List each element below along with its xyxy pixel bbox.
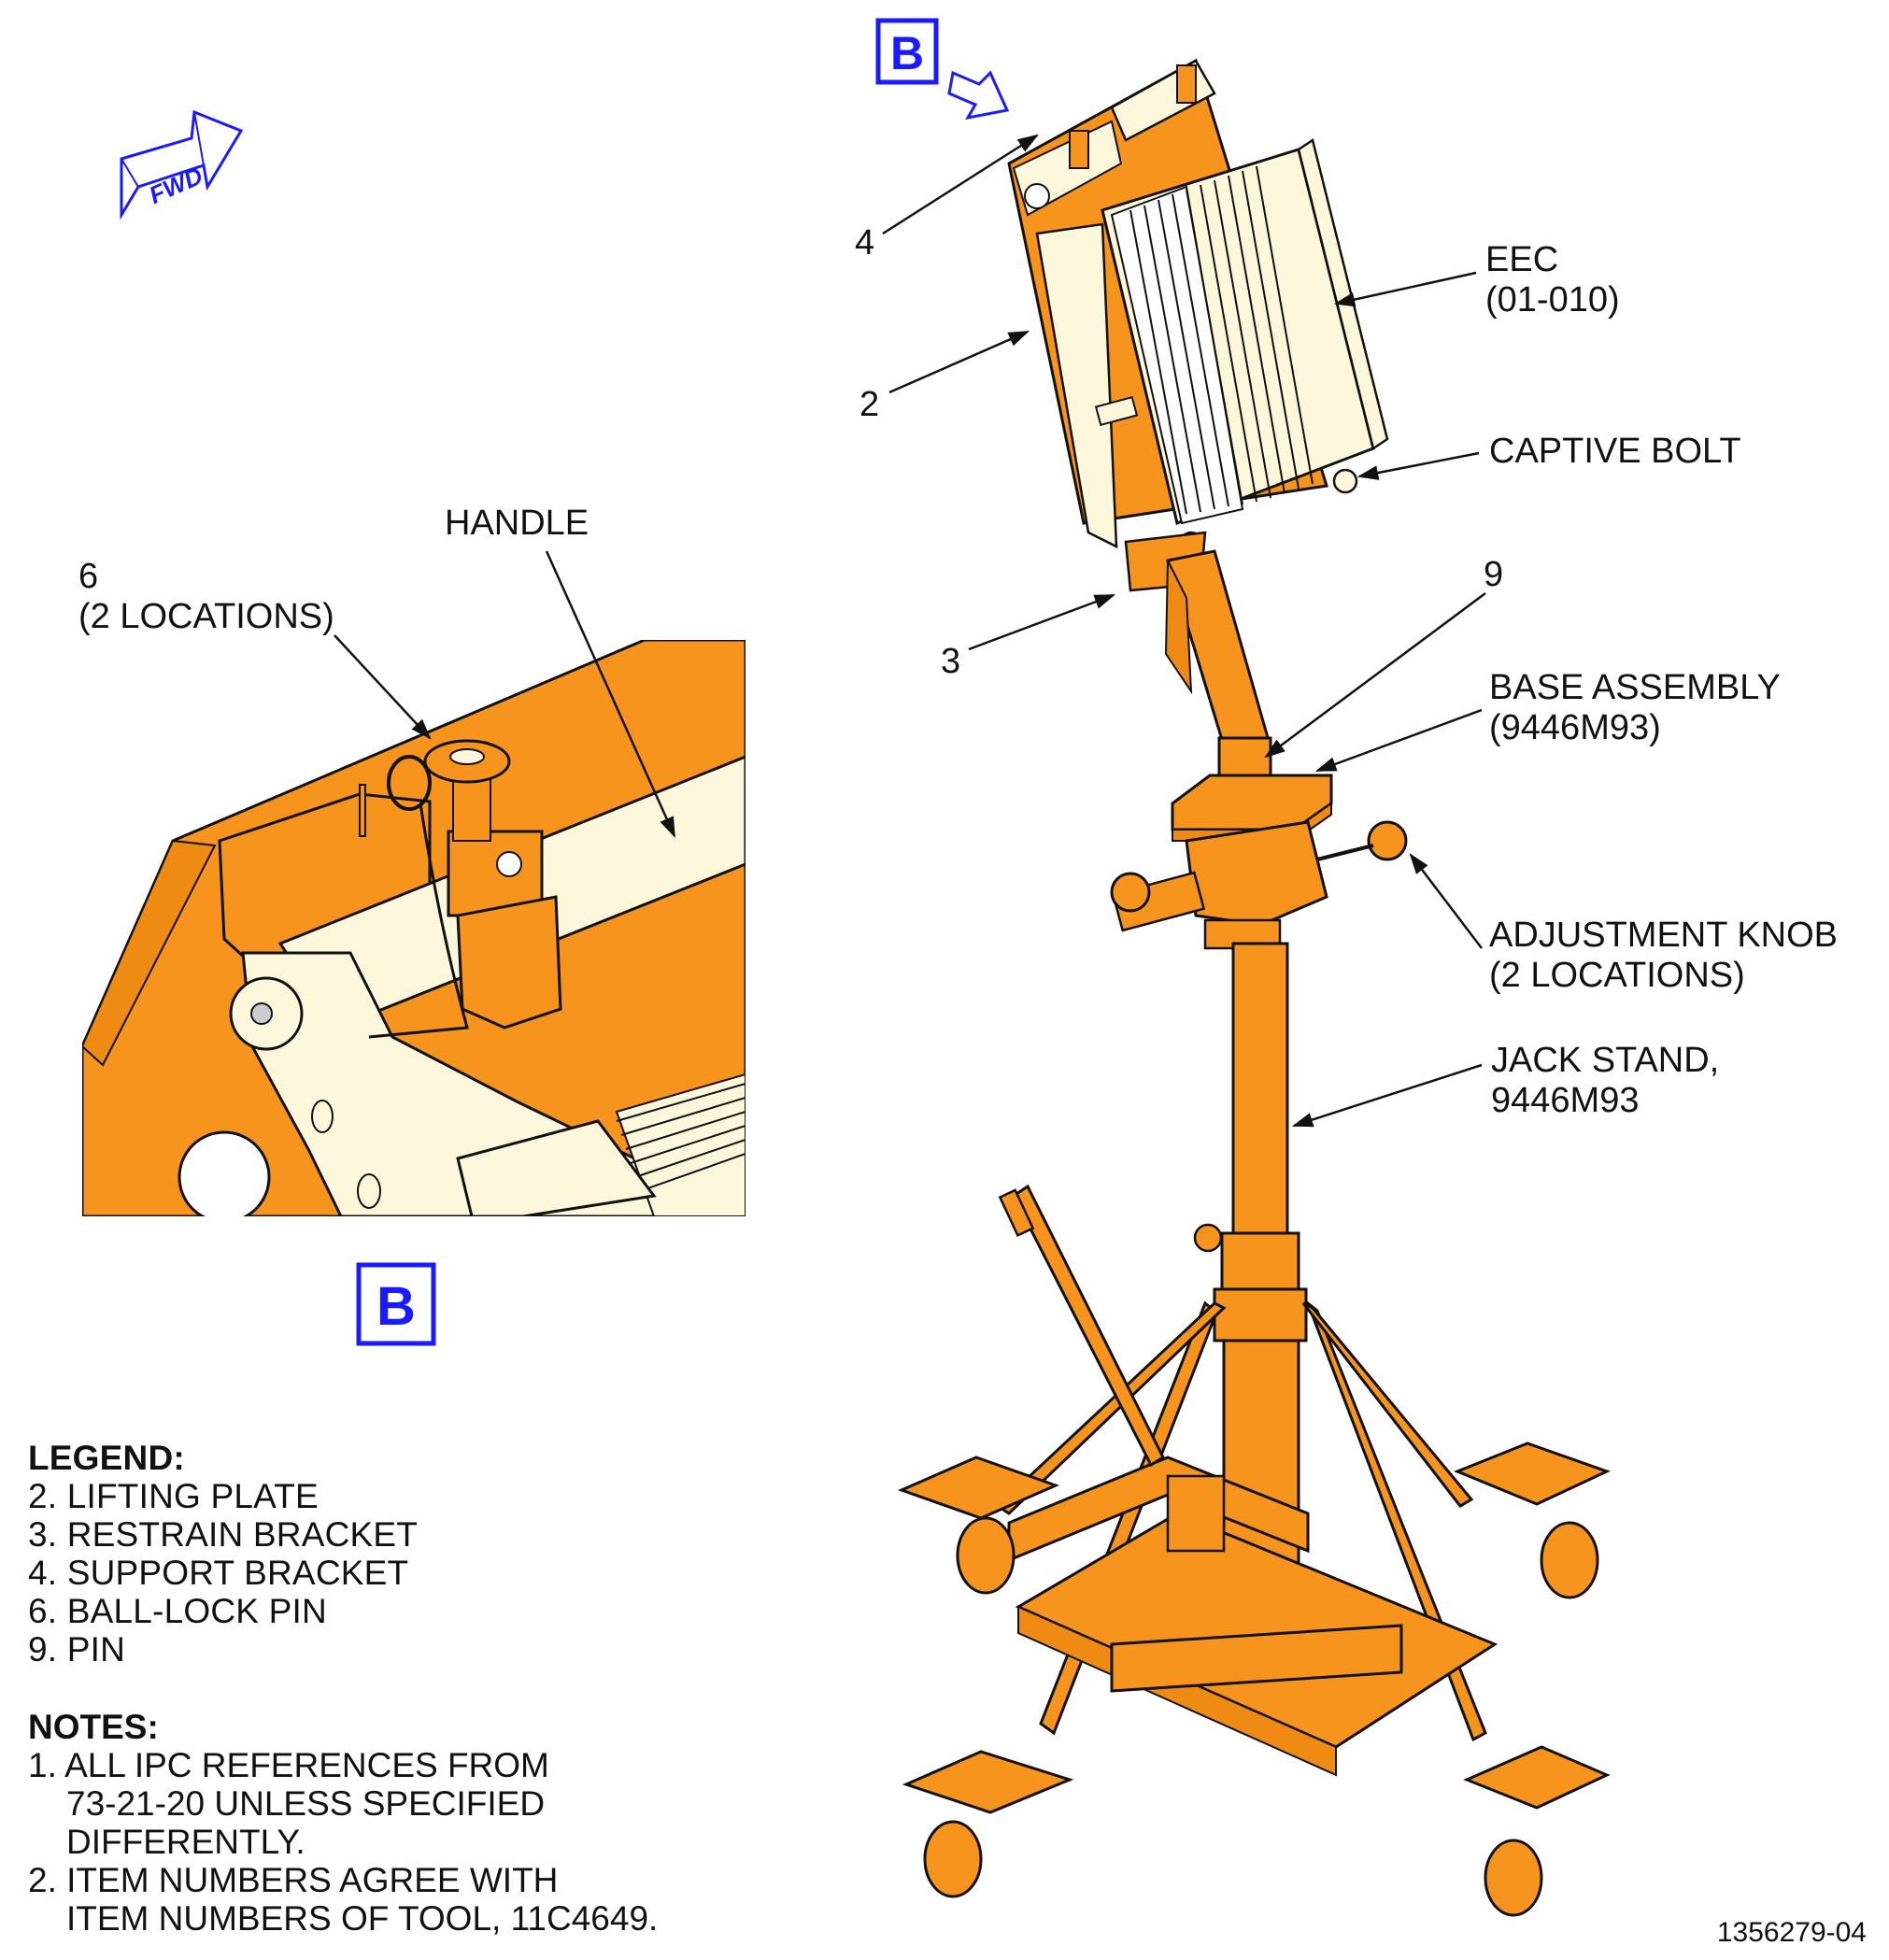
note-line: 73-21-20 UNLESS SPECIFIED bbox=[66, 1784, 546, 1823]
leader-captive-bolt bbox=[1356, 451, 1480, 480]
label-base-assembly-ref: (9446M93) bbox=[1489, 708, 1661, 747]
notes-title: NOTES: bbox=[28, 1708, 159, 1746]
label-item4: 4 bbox=[855, 223, 874, 263]
view-marker-bottom-letter: B bbox=[376, 1276, 416, 1337]
label-adjustment-knob: ADJUSTMENT KNOB bbox=[1489, 916, 1838, 955]
note-line: DIFFERENTLY. bbox=[66, 1823, 305, 1861]
label-eec: EEC bbox=[1485, 240, 1558, 279]
legend-item: 9. PIN bbox=[28, 1630, 126, 1669]
label-handle: HANDLE bbox=[445, 504, 589, 543]
label-adjustment-knob-loc: (2 LOCATIONS) bbox=[1489, 956, 1745, 995]
label-jack-stand-ref: 9446M93 bbox=[1491, 1081, 1639, 1120]
leader-base-assembly bbox=[1314, 708, 1483, 773]
view-marker-letter: B bbox=[890, 27, 924, 79]
note-line: ITEM NUMBERS OF TOOL, 11C4649. bbox=[66, 1899, 659, 1938]
leader-item3 bbox=[968, 593, 1116, 651]
label-item2: 2 bbox=[859, 385, 879, 424]
label-item6-locations: (2 LOCATIONS) bbox=[78, 597, 334, 636]
detail-view-b bbox=[82, 640, 746, 1216]
label-captive-bolt: CAPTIVE BOLT bbox=[1489, 432, 1741, 471]
fwd-arrow-icon: FWD bbox=[120, 109, 244, 220]
legend-item: 4. SUPPORT BRACKET bbox=[28, 1554, 409, 1592]
leader-item2 bbox=[888, 330, 1030, 394]
legend-item: 6. BALL-LOCK PIN bbox=[28, 1592, 327, 1630]
base-assembly bbox=[1110, 774, 1408, 950]
leader-item9 bbox=[1264, 591, 1486, 759]
notes: NOTES: 1. ALL IPC REFERENCES FROM 73-21-… bbox=[28, 1708, 658, 1938]
leader-adjustment-knob bbox=[1409, 853, 1483, 949]
label-item6: 6 bbox=[78, 557, 98, 596]
label-item3: 3 bbox=[941, 642, 960, 681]
document-number: 1356279-04 bbox=[1716, 1917, 1867, 1948]
label-base-assembly: BASE ASSEMBLY bbox=[1489, 668, 1781, 707]
mast-upper bbox=[1164, 549, 1272, 805]
legend: LEGEND: 2. LIFTING PLATE 3. RESTRAIN BRA… bbox=[28, 1439, 418, 1669]
legend-title: LEGEND: bbox=[28, 1439, 185, 1477]
caster-wheel-icon bbox=[923, 1516, 1599, 1917]
leader-eec bbox=[1333, 271, 1477, 307]
view-marker-bottom: B bbox=[356, 1262, 436, 1346]
note-line: 2. ITEM NUMBERS AGREE WITH bbox=[28, 1861, 559, 1899]
label-jack-stand: JACK STAND, bbox=[1491, 1041, 1719, 1080]
note-line: 1. ALL IPC REFERENCES FROM bbox=[28, 1746, 549, 1784]
legend-item: 2. LIFTING PLATE bbox=[28, 1477, 319, 1515]
label-item9: 9 bbox=[1484, 555, 1503, 594]
leader-handle bbox=[545, 550, 676, 839]
leader-jack-stand bbox=[1291, 1063, 1483, 1128]
leader-item6 bbox=[334, 634, 432, 740]
adjustment-knob-icon bbox=[1110, 820, 1408, 913]
view-marker-top: B bbox=[875, 18, 1010, 121]
view-direction-arrow-icon bbox=[947, 70, 1010, 121]
label-eec-ref: (01-010) bbox=[1485, 280, 1620, 320]
legend-item: 3. RESTRAIN BRACKET bbox=[28, 1515, 419, 1554]
jack-stand bbox=[897, 942, 1611, 1917]
leader-item4 bbox=[882, 134, 1039, 235]
eec-assembly bbox=[1007, 58, 1389, 592]
